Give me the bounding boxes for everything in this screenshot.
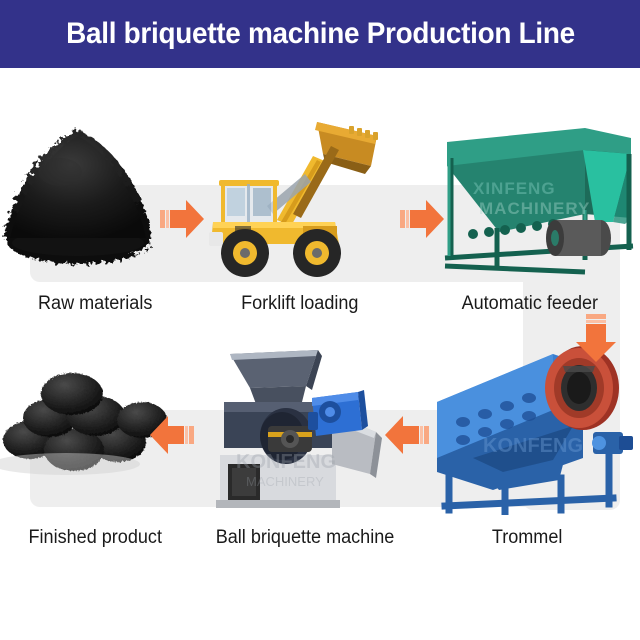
stage-label-raw-materials: Raw materials: [37, 293, 153, 314]
ball-briquette-machine-image: KONFENG MACHINERY: [210, 340, 400, 515]
arrow-forklift-to-feeder: [398, 196, 446, 249]
forklift-loading-image: [205, 110, 395, 285]
svg-text:MACHINERY: MACHINERY: [246, 474, 324, 489]
hopper-feeder-icon: XINFENG MACHINERY: [444, 128, 634, 275]
automatic-feeder-image: XINFENG MACHINERY: [435, 110, 634, 285]
black-briquettes-icon: [0, 373, 167, 475]
page-title-banner: Ball briquette machine Production Line: [0, 0, 640, 68]
arrow-raw-to-forklift: [158, 196, 206, 249]
stage-label-forklift-loading: Forklift loading: [241, 293, 359, 314]
stage-trommel[interactable]: KONFENG Trommel: [425, 340, 633, 549]
arrow-trommel-to-briquette: [383, 412, 431, 465]
stage-label-automatic-feeder: Automatic feeder: [461, 293, 599, 314]
page-title: Ball briquette machine Production Line: [65, 17, 575, 50]
wheel-loader-icon: [209, 122, 378, 277]
raw-materials-image: [0, 110, 190, 285]
coal-powder-pile-icon: [4, 130, 152, 264]
stage-raw-materials[interactable]: Raw materials: [0, 110, 190, 315]
arrow-down-icon: [576, 314, 616, 362]
arrow-briquette-to-product: [148, 412, 196, 465]
svg-text:KONFENG: KONFENG: [483, 435, 583, 457]
trommel-screen-icon: KONFENG: [436, 346, 633, 516]
stage-ball-briquette-machine[interactable]: KONFENG MACHINERY Ball briquette machine: [205, 340, 405, 549]
stage-forklift-loading[interactable]: Forklift loading: [205, 110, 395, 315]
stage-finished-product[interactable]: Finished product: [0, 340, 190, 549]
stage-label-trommel: Trommel: [492, 527, 563, 548]
arrow-left-icon: [385, 416, 429, 454]
finished-product-image: [0, 340, 190, 515]
trommel-image: KONFENG: [433, 340, 633, 516]
stage-automatic-feeder[interactable]: XINFENG MACHINERY Automatic feeder: [430, 110, 634, 315]
arrow-right-icon: [400, 200, 444, 238]
arrow-right-icon: [160, 200, 204, 238]
svg-text:KONFENG: KONFENG: [236, 451, 336, 473]
stage-label-ball-briquette-machine: Ball briquette machine: [215, 527, 395, 548]
arrow-left-icon: [150, 416, 194, 454]
arrow-feeder-to-trommel: [572, 312, 620, 371]
briquette-press-icon: KONFENG MACHINERY: [216, 350, 382, 508]
stage-label-finished-product: Finished product: [28, 527, 162, 548]
